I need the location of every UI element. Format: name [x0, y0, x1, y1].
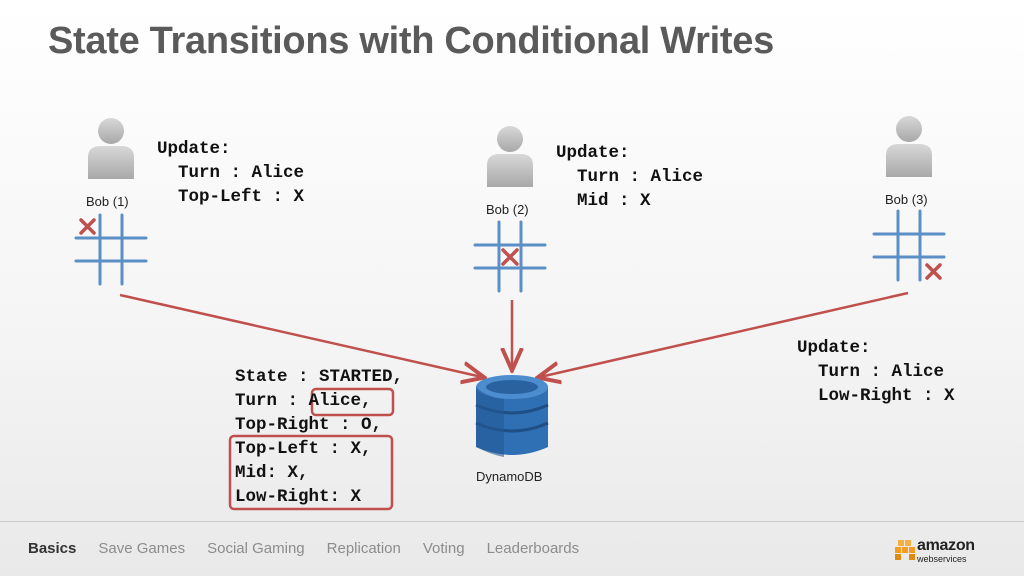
dynamodb-icon	[475, 375, 549, 457]
nav-item-social-gaming[interactable]: Social Gaming	[207, 540, 305, 557]
person-icon	[886, 116, 932, 177]
slide-title: State Transitions with Conditional Write…	[48, 20, 774, 62]
nav-item-basics[interactable]: Basics	[28, 540, 77, 557]
update-block-bob2: Update: Turn : Alice Mid : X	[556, 143, 704, 211]
x-mark-icon	[501, 248, 519, 266]
state-line: Low-Right: X	[235, 487, 362, 507]
logo-subword: webservices	[917, 554, 967, 564]
nav-item-voting[interactable]: Voting	[422, 540, 465, 557]
person-icon	[487, 126, 533, 187]
moves-highlight	[228, 434, 394, 511]
state-line: Turn : Alice,	[235, 391, 372, 411]
actor-label-bob3: Bob (3)	[885, 192, 928, 207]
arrows	[119, 291, 909, 377]
arrow-bob1	[119, 293, 482, 377]
x-mark-icon	[925, 263, 942, 280]
nav-item-leaderboards[interactable]: Leaderboards	[486, 540, 580, 557]
tic-tac-toe-board-icon	[473, 220, 547, 293]
x-mark-icon	[79, 218, 96, 235]
update-block-bob1: Update: Turn : Alice Top-Left : X	[157, 139, 305, 207]
person-icon	[88, 118, 134, 179]
state-line: State : STARTED,	[235, 367, 404, 387]
logo-word: amazon	[917, 537, 975, 554]
amazon-logo-icon: amazon webservices	[893, 535, 983, 567]
footer-divider	[0, 521, 1024, 522]
update-block-bob3: Update: Turn : Alice Low-Right : X	[797, 338, 955, 406]
state-line: Mid: X,	[235, 463, 309, 483]
footer-nav: Basics Save Games Social Gaming Replicat…	[28, 540, 579, 557]
nav-item-replication[interactable]: Replication	[326, 540, 401, 557]
db-state: State : STARTED, Turn : Alice, Top-Right…	[235, 365, 403, 509]
nav-item-save-games[interactable]: Save Games	[98, 540, 186, 557]
arrow-bob3	[540, 291, 909, 377]
state-line: Top-Left : X,	[235, 439, 372, 459]
diagram	[74, 116, 946, 511]
state-line: Top-Right : O,	[235, 415, 383, 435]
dynamodb-label: DynamoDB	[476, 469, 543, 484]
turn-highlight	[310, 387, 395, 417]
tic-tac-toe-board-icon	[872, 209, 946, 282]
actor-label-bob1: Bob (1)	[86, 194, 129, 209]
actor-label-bob2: Bob (2)	[486, 202, 529, 217]
tic-tac-toe-board-icon	[74, 213, 148, 286]
